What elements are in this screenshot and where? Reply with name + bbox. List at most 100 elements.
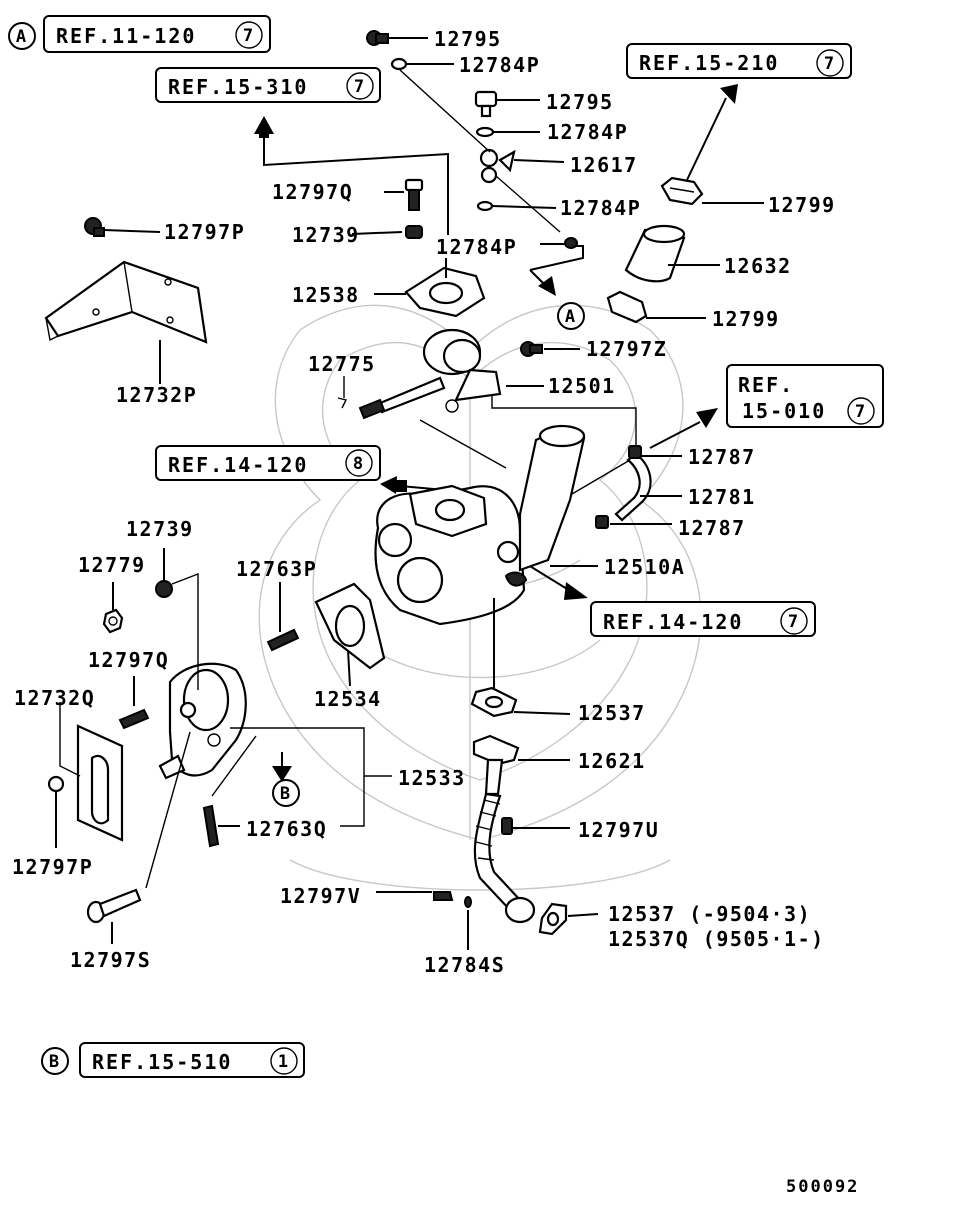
banjo-bolt-12787-a[interactable] <box>628 445 642 459</box>
ref-15-510-sheet: 1 <box>278 1052 290 1072</box>
label-12797P-left[interactable]: 12797P <box>12 855 93 879</box>
label-12537Q[interactable]: 12537Q (9505·1-) <box>608 927 825 951</box>
washer-12784S[interactable] <box>464 896 472 908</box>
label-12537-a[interactable]: 12537 <box>578 701 646 725</box>
label-12784P-c[interactable]: 12784P <box>560 196 641 220</box>
gasket-12537-a[interactable] <box>470 686 518 718</box>
label-12534[interactable]: 12534 <box>314 687 382 711</box>
washer-12784P-b[interactable] <box>475 126 495 138</box>
stud-12763P[interactable] <box>266 628 300 652</box>
label-12797P-top[interactable]: 12797P <box>164 220 245 244</box>
ref-box-15-210[interactable]: REF.15-210 7 <box>626 43 852 79</box>
label-12617[interactable]: 12617 <box>570 153 638 177</box>
label-12797S[interactable]: 12797S <box>70 948 151 972</box>
label-12538[interactable]: 12538 <box>292 283 360 307</box>
arrow-to-marker-b: B <box>272 752 300 807</box>
clip-12775[interactable] <box>337 397 348 409</box>
label-12784P-a[interactable]: 12784P <box>459 53 540 77</box>
marker-b-callout: B <box>280 784 292 804</box>
label-12797Z[interactable]: 12797Z <box>586 337 667 361</box>
nut-12779[interactable] <box>102 608 124 634</box>
oil-pipe-12621[interactable] <box>472 734 536 924</box>
bolt-12797P-left[interactable] <box>47 775 65 793</box>
nut-12739-left[interactable] <box>155 580 173 598</box>
label-12799-top[interactable]: 12799 <box>768 193 836 217</box>
label-12779[interactable]: 12779 <box>78 553 146 577</box>
part-labels: 12795 12784P 12795 12784P 12617 12797Q 1… <box>12 27 836 977</box>
label-12797Q-left[interactable]: 12797Q <box>88 648 169 672</box>
ref-box-15-010[interactable]: REF. 15-010 7 <box>726 364 884 428</box>
ref-14-120-left-label: REF.14-120 <box>168 453 308 477</box>
label-12732P[interactable]: 12732P <box>116 383 197 407</box>
nut-12739-top[interactable] <box>405 225 423 239</box>
washer-12784P-c[interactable] <box>476 200 494 212</box>
label-12775[interactable]: 12775 <box>308 352 376 376</box>
hose-clamp-12799-top[interactable] <box>660 176 704 206</box>
bolt-12797S[interactable] <box>86 888 142 924</box>
label-12763Q[interactable]: 12763Q <box>246 817 327 841</box>
bolt-12797Q-top[interactable] <box>404 178 424 211</box>
bolt-12797P-top[interactable] <box>84 217 105 237</box>
bolt-12797V[interactable] <box>433 891 454 901</box>
label-12787-b[interactable]: 12787 <box>678 516 746 540</box>
ref-marker-a-top[interactable]: A <box>8 22 36 50</box>
label-12795-top[interactable]: 12795 <box>434 27 502 51</box>
bracket-12732Q[interactable] <box>76 724 124 842</box>
pipe-12781[interactable] <box>614 452 652 522</box>
label-12797U[interactable]: 12797U <box>578 818 659 842</box>
label-12732Q[interactable]: 12732Q <box>14 686 95 710</box>
washer-12784P-a[interactable] <box>390 57 408 71</box>
arrow-up-to-15-310 <box>254 116 449 235</box>
ref-14-120-right-sheet: 7 <box>788 612 800 632</box>
label-12784P-b[interactable]: 12784P <box>547 120 628 144</box>
label-12799-b[interactable]: 12799 <box>712 307 780 331</box>
label-12795-b[interactable]: 12795 <box>546 90 614 114</box>
label-12739-left[interactable]: 12739 <box>126 517 194 541</box>
label-12763P[interactable]: 12763P <box>236 557 317 581</box>
label-12797Q-top[interactable]: 12797Q <box>272 180 353 204</box>
label-12537-b[interactable]: 12537 (-9504·3) <box>608 902 811 926</box>
ref-box-11-120[interactable]: REF.11-120 7 <box>43 15 271 53</box>
label-12787-a[interactable]: 12787 <box>688 445 756 469</box>
outlet-elbow-12533[interactable] <box>158 662 247 780</box>
ref-box-14-120-right[interactable]: REF.14-120 7 <box>590 601 816 637</box>
label-12784S[interactable]: 12784S <box>424 953 505 977</box>
label-12784P-d[interactable]: 12784P <box>436 235 517 259</box>
bolt-12797Q-left[interactable] <box>118 708 150 730</box>
bracket-12617[interactable] <box>479 148 516 184</box>
label-12510A[interactable]: 12510A <box>604 555 685 579</box>
label-12621[interactable]: 12621 <box>578 749 646 773</box>
wastegate-actuator-12501[interactable] <box>358 328 502 420</box>
stud-12763Q[interactable] <box>202 804 220 848</box>
ref-15-510-label: REF.15-510 <box>92 1050 232 1074</box>
label-12632[interactable]: 12632 <box>724 254 792 278</box>
gasket-12537-b[interactable] <box>538 902 568 936</box>
ref-marker-b-bottom[interactable]: B <box>41 1047 69 1075</box>
label-12797V[interactable]: 12797V <box>280 884 361 908</box>
bolt-12797Z[interactable] <box>520 341 543 357</box>
ref-14-120-left-sheet: 8 <box>353 454 365 474</box>
label-12739-top[interactable]: 12739 <box>292 223 360 247</box>
heat-shield-12732P[interactable] <box>44 260 208 344</box>
arrow-to-15-010 <box>649 408 718 449</box>
ref-box-14-120-left[interactable]: REF.14-120 8 <box>155 445 381 481</box>
ref-15-310-sheet: 7 <box>354 77 366 97</box>
label-12533[interactable]: 12533 <box>398 766 466 790</box>
ref-box-15-510[interactable]: REF.15-510 1 <box>79 1042 305 1078</box>
bolt-12797U[interactable] <box>501 817 513 835</box>
ref-marker-b-label: B <box>49 1052 61 1072</box>
washer-12784P-d[interactable] <box>564 237 578 249</box>
bolt-12795-top[interactable] <box>366 30 389 46</box>
hose-clamp-12799-b[interactable] <box>606 290 648 324</box>
gasket-12538[interactable] <box>404 266 486 318</box>
banjo-bolt-12787-b[interactable] <box>595 515 609 529</box>
ref-box-15-310[interactable]: REF.15-310 7 <box>155 67 381 103</box>
ref-15-210-sheet: 7 <box>824 54 836 74</box>
turbocharger-12510A[interactable] <box>374 424 586 626</box>
bolt-12795-b[interactable] <box>474 90 498 118</box>
label-12781[interactable]: 12781 <box>688 485 756 509</box>
label-12501[interactable]: 12501 <box>548 374 616 398</box>
gasket-12534[interactable] <box>314 582 386 670</box>
hose-12632[interactable] <box>624 224 686 283</box>
